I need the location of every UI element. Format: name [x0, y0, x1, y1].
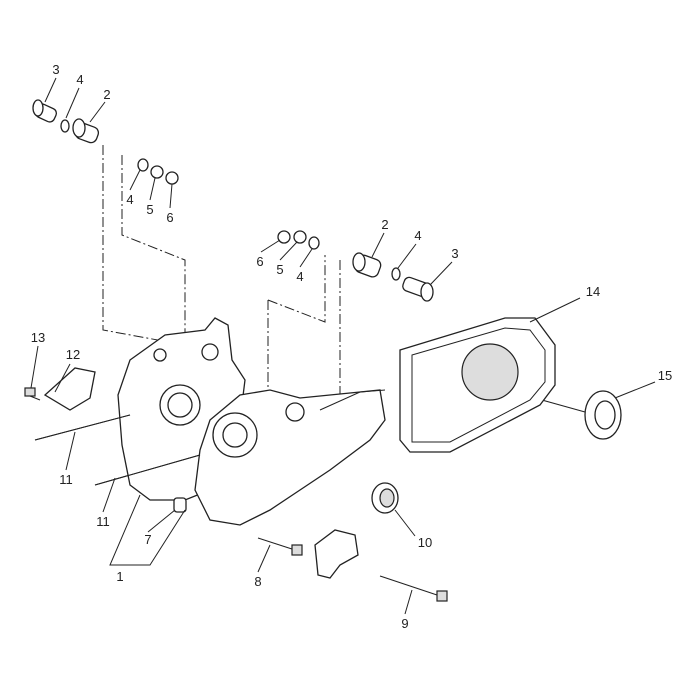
callout-3: 3	[52, 62, 59, 77]
part-stud-11-upper	[34, 414, 131, 441]
part-bolt-3-right	[402, 276, 434, 302]
callout-3: 3	[451, 246, 458, 261]
part-ring-6-mid	[277, 230, 291, 244]
callout-10: 10	[418, 535, 432, 550]
part-crankcase-right-1	[194, 389, 386, 526]
part-ring-6	[165, 171, 179, 185]
callout-2: 2	[381, 217, 388, 232]
part-bolt-9	[379, 575, 448, 602]
callout-4: 4	[296, 269, 303, 284]
callout-12: 12	[66, 347, 80, 362]
leader-lines	[30, 77, 656, 615]
part-oring-4	[137, 158, 149, 172]
callout-11: 11	[59, 472, 73, 487]
callout-8: 8	[254, 574, 261, 589]
part-seal-15	[584, 390, 622, 440]
part-bolt-8	[257, 537, 303, 556]
part-dowel-2-left	[72, 118, 100, 144]
callout-4: 4	[414, 228, 421, 243]
callout-7: 7	[144, 532, 151, 547]
callout-6: 6	[166, 210, 173, 225]
part-dowel-7	[173, 497, 187, 513]
part-tensioner	[314, 529, 359, 579]
callout-4: 4	[76, 72, 83, 87]
part-stud-11-lower	[94, 454, 201, 486]
part-cover-14	[399, 317, 556, 453]
callout-2: 2	[103, 87, 110, 102]
part-ring-5	[150, 165, 164, 179]
callout-labels: 3 4 2 4 5 6 2 4 3 6 5 4 14 13 12 15 11 1…	[31, 62, 672, 631]
callout-6: 6	[256, 254, 263, 269]
callout-11: 11	[96, 514, 110, 529]
part-oring-4-left	[60, 119, 70, 133]
callout-14: 14	[586, 284, 600, 299]
part-oring-4-mid	[308, 236, 320, 250]
part-oil-seal-10	[371, 482, 399, 514]
part-screw-13	[24, 387, 41, 401]
callout-15: 15	[658, 368, 672, 383]
part-oring-4-right	[391, 267, 401, 281]
part-bolt-3-left	[32, 99, 58, 123]
callout-4: 4	[126, 192, 133, 207]
part-ring-5-mid	[293, 230, 307, 244]
callout-13: 13	[31, 330, 45, 345]
callout-5: 5	[276, 262, 283, 277]
part-plate-12	[43, 367, 96, 411]
part-dowel-2-right	[352, 252, 382, 278]
callout-1: 1	[116, 569, 123, 584]
callout-9: 9	[401, 616, 408, 631]
callout-5: 5	[146, 202, 153, 217]
